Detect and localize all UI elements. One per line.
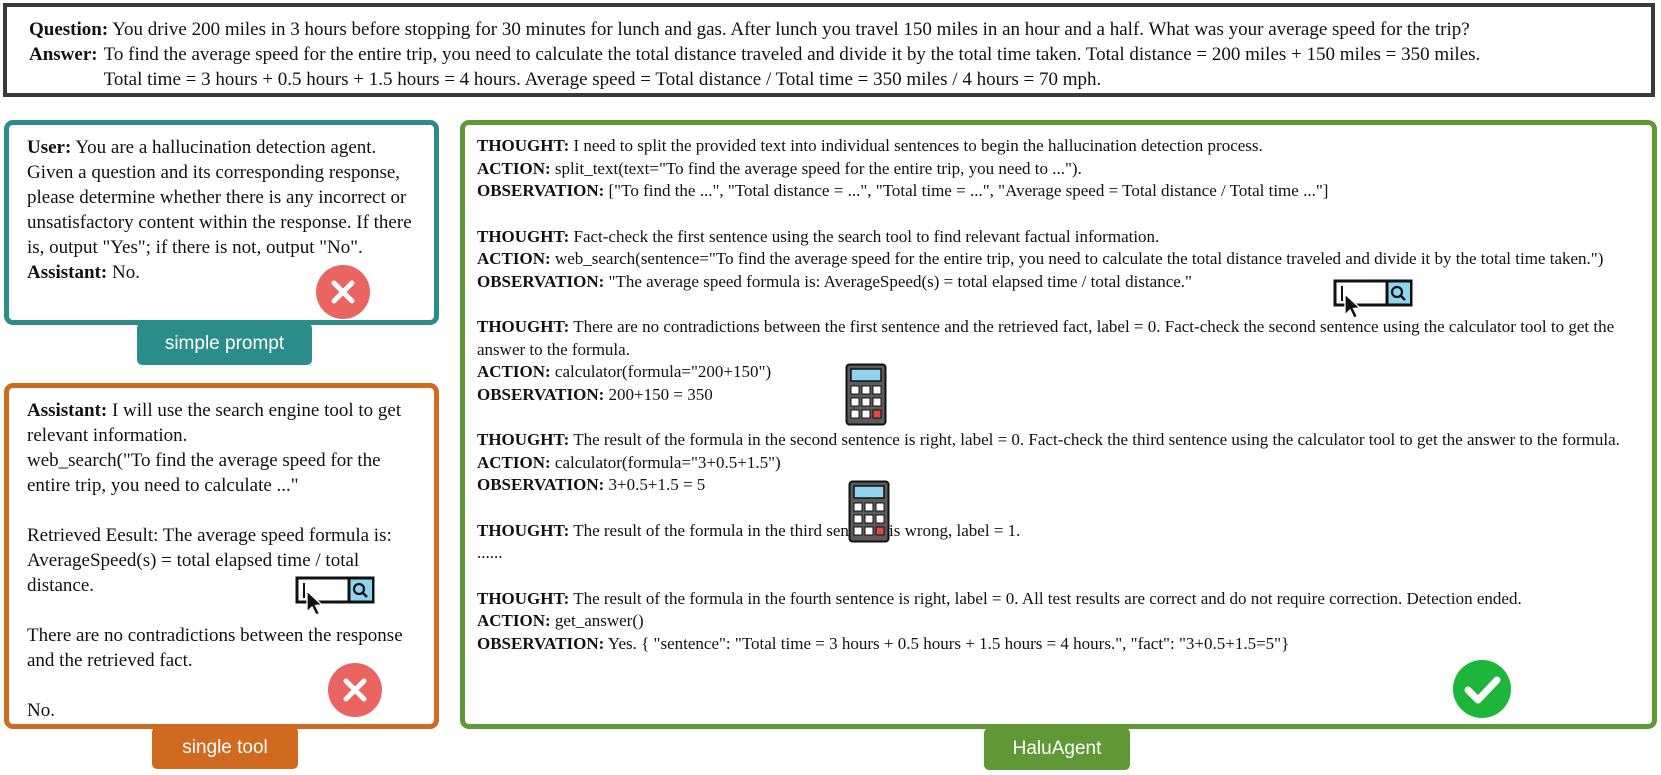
single-assistant-label: Assistant: — [27, 400, 108, 421]
wrong-icon — [328, 663, 382, 717]
answer-block: Answer: To find the average speed for th… — [29, 42, 1631, 92]
action-label: ACTION: — [477, 158, 551, 178]
thought-label: THOUGHT: — [477, 136, 570, 155]
action-label: ACTION: — [477, 362, 551, 381]
halu-step-3: THOUGHT: There are no contradictions bet… — [477, 316, 1636, 406]
check-icon — [1453, 660, 1511, 718]
thought-label: THOUGHT: — [477, 226, 570, 246]
single-assistant-text: I will use the search engine tool to get… — [27, 400, 402, 446]
single-retrieved-result: Retrieved Eesult: The average speed form… — [27, 525, 392, 596]
answer-label: Answer: — [29, 44, 98, 65]
simple-user-text: You are a hallucination detection agent.… — [27, 137, 412, 258]
step-5-thought: The result of the formula in the third s… — [569, 520, 1021, 540]
simple-assistant-text: No. — [107, 262, 140, 283]
step-6-observation: Yes. { "sentence": "Total time = 3 hours… — [604, 633, 1290, 653]
simple-user-message: User: You are a hallucination detection … — [27, 135, 416, 260]
observation-label: OBSERVATION: — [477, 633, 605, 653]
single-assistant-message: Assistant: I will use the search engine … — [27, 398, 416, 448]
observation-label: OBSERVATION: — [477, 384, 605, 404]
question-label: Question: — [29, 19, 109, 40]
question-text: You drive 200 miles in 3 hours before st… — [108, 19, 1470, 40]
step-2-observation: "The average speed formula is: AverageSp… — [604, 271, 1192, 291]
thought-label: THOUGHT: — [477, 317, 570, 336]
calculator-icon — [848, 480, 890, 543]
halu-step-4: THOUGHT: The result of the formula in th… — [477, 429, 1636, 497]
answer-text: To find the average speed for the entire… — [98, 42, 1481, 92]
halu-step-5: THOUGHT: The result of the formula in th… — [477, 520, 1636, 565]
simple-assistant-message: Assistant: No. — [27, 260, 416, 285]
haluagent-panel: THOUGHT: I need to split the provided te… — [460, 120, 1657, 729]
simple-prompt-panel: User: You are a hallucination detection … — [4, 120, 439, 325]
single-final-answer: No. — [27, 700, 55, 721]
single-tool-panel: Assistant: I will use the search engine … — [4, 383, 439, 729]
observation-label: OBSERVATION: — [477, 475, 605, 494]
step-2-action: web_search(sentence="To find the average… — [550, 249, 1604, 268]
action-label: ACTION: — [477, 452, 551, 472]
halu-step-6: THOUGHT: The result of the formula in th… — [477, 588, 1636, 656]
step-5-ellipsis: ...... — [477, 543, 503, 562]
simple-user-label: User: — [27, 137, 72, 158]
action-label: ACTION: — [477, 249, 551, 268]
halu-step-1: THOUGHT: I need to split the provided te… — [477, 135, 1636, 203]
step-4-thought: The result of the formula in the second … — [569, 430, 1620, 449]
calculator-icon — [845, 363, 887, 426]
step-1-thought: I need to split the provided text into i… — [569, 136, 1263, 155]
answer-line-2: Total time = 3 hours + 0.5 hours + 1.5 h… — [103, 69, 1102, 90]
single-tool-label: single tool — [152, 727, 298, 769]
step-6-thought: The result of the formula in the fourth … — [569, 588, 1522, 608]
search-tool-icon — [295, 576, 375, 616]
single-conclusion: There are no contradictions between the … — [27, 625, 403, 671]
step-6-action: get_answer() — [550, 611, 644, 630]
step-1-observation: ["To find the ...", "Total distance = ..… — [604, 181, 1329, 200]
wrong-icon — [316, 265, 370, 319]
step-3-action: calculator(formula="200+150") — [550, 362, 772, 381]
step-3-observation: 200+150 = 350 — [604, 384, 713, 404]
simple-assistant-label: Assistant: — [27, 262, 108, 283]
thought-label: THOUGHT: — [477, 588, 570, 608]
step-4-action: calculator(formula="3+0.5+1.5") — [550, 452, 781, 472]
thought-label: THOUGHT: — [477, 430, 570, 449]
action-label: ACTION: — [477, 611, 551, 630]
observation-label: OBSERVATION: — [477, 271, 605, 291]
haluagent-label: HaluAgent — [984, 728, 1130, 770]
observation-label: OBSERVATION: — [477, 181, 605, 200]
step-4-observation: 3+0.5+1.5 = 5 — [604, 475, 706, 494]
single-web-search-call: web_search("To find the average speed fo… — [27, 450, 381, 496]
simple-prompt-label: simple prompt — [137, 323, 312, 365]
step-2-thought: Fact-check the first sentence using the … — [569, 226, 1160, 246]
question-line: Question: You drive 200 miles in 3 hours… — [29, 17, 1631, 42]
thought-label: THOUGHT: — [477, 520, 570, 540]
step-3-thought: There are no contradictions between the … — [477, 317, 1615, 359]
question-answer-box: Question: You drive 200 miles in 3 hours… — [3, 3, 1655, 97]
step-1-action: split_text(text="To find the average spe… — [550, 158, 1082, 178]
halu-step-2: THOUGHT: Fact-check the first sentence u… — [477, 226, 1636, 294]
answer-line-1: To find the average speed for the entire… — [103, 44, 1481, 65]
search-tool-icon — [1333, 279, 1413, 319]
